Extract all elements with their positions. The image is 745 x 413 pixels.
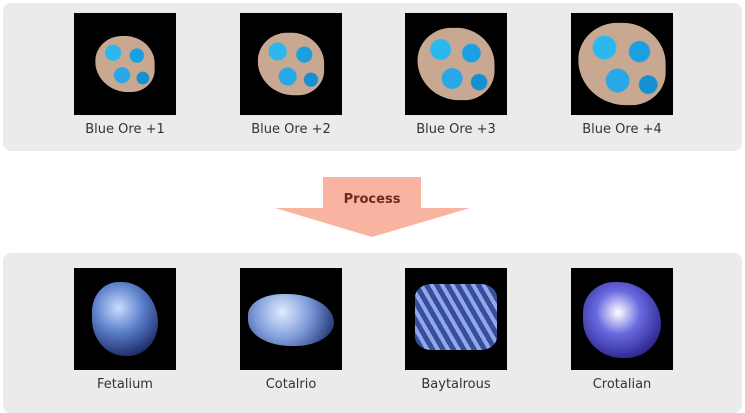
baytalrous-image bbox=[405, 268, 507, 370]
ore-label: Blue Ore +2 bbox=[251, 122, 331, 137]
material-item: Crotalian bbox=[552, 268, 692, 392]
crotalian-image bbox=[571, 268, 673, 370]
ore-label: Blue Ore +3 bbox=[416, 122, 496, 137]
ore-item: Blue Ore +2 bbox=[221, 13, 361, 137]
process-label: Process bbox=[343, 192, 401, 207]
blue-ore-3-image bbox=[405, 13, 507, 115]
material-label: Fetalium bbox=[97, 377, 153, 392]
blue-ore-1-image bbox=[74, 13, 176, 115]
material-label: Baytalrous bbox=[421, 377, 491, 392]
ore-label: Blue Ore +4 bbox=[582, 122, 662, 137]
material-label: Crotalian bbox=[592, 377, 652, 392]
cotalrio-image bbox=[240, 268, 342, 370]
blue-ore-2-image bbox=[240, 13, 342, 115]
material-item: Cotalrio bbox=[221, 268, 361, 392]
ore-item: Blue Ore +4 bbox=[552, 13, 692, 137]
process-arrow-icon bbox=[275, 177, 470, 237]
input-ores-panel: Blue Ore +1 Blue Ore +2 Blue Ore +3 Blue… bbox=[3, 3, 742, 151]
material-item: Fetalium bbox=[55, 268, 195, 392]
ore-item: Blue Ore +3 bbox=[386, 13, 526, 137]
blue-ore-4-image bbox=[571, 13, 673, 115]
ore-item: Blue Ore +1 bbox=[55, 13, 195, 137]
material-label: Cotalrio bbox=[265, 377, 317, 392]
ore-label: Blue Ore +1 bbox=[85, 122, 165, 137]
output-materials-panel: Fetalium Cotalrio Baytalrous Crotalian bbox=[3, 253, 742, 413]
material-item: Baytalrous bbox=[386, 268, 526, 392]
fetalium-image bbox=[74, 268, 176, 370]
